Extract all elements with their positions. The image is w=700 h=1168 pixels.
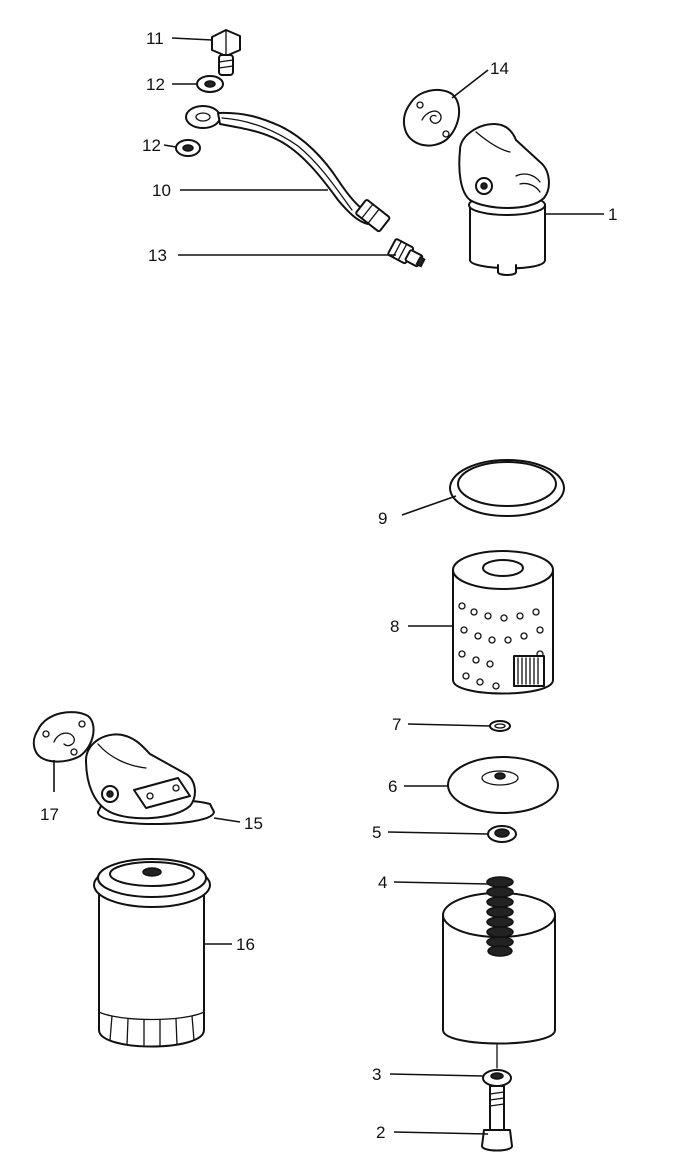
- callout-11: 11: [146, 29, 164, 48]
- part-4-filter-bowl-spring: [442, 876, 556, 1045]
- callout-10: 10: [152, 181, 171, 200]
- part-15-filter-head: [85, 733, 215, 825]
- part-16-spin-on-filter: [93, 858, 211, 1048]
- part-10-oil-pipe: [185, 105, 391, 233]
- part-12-washer-lower: [175, 139, 201, 157]
- callout-17: 17: [40, 805, 59, 824]
- leader-lines: [53, 37, 604, 1135]
- part-8-filter-element: [452, 550, 554, 695]
- callout-6: 6: [388, 777, 397, 796]
- callout-1: 1: [608, 205, 617, 224]
- callout-4: 4: [378, 873, 387, 892]
- callout-14: 14: [490, 59, 509, 78]
- callout-labels: 11 12 12 10 13 14 1 9 8 7 6 5 4 3 2 15 1…: [40, 29, 617, 1142]
- part-11-banjo-bolt: [211, 29, 241, 76]
- callout-16: 16: [236, 935, 255, 954]
- callout-9: 9: [378, 509, 387, 528]
- part-12-washer-upper: [196, 75, 224, 93]
- part-3-washer: [482, 1069, 512, 1087]
- callout-15: 15: [244, 814, 263, 833]
- callout-12-upper: 12: [146, 75, 165, 94]
- callout-2: 2: [376, 1123, 385, 1142]
- part-14-gasket: [402, 88, 461, 147]
- callout-12-lower: 12: [142, 136, 161, 155]
- part-5-seal: [487, 825, 517, 843]
- part-1-filter-assembly: [458, 123, 550, 276]
- part-2-centre-bolt: [481, 1044, 513, 1152]
- part-7-seal: [489, 720, 511, 732]
- part-13-union: [387, 238, 426, 268]
- part-9-sealing-ring: [449, 459, 565, 517]
- callout-8: 8: [390, 617, 399, 636]
- callout-13: 13: [148, 246, 167, 265]
- callout-5: 5: [372, 823, 381, 842]
- part-6-pressure-plate: [447, 756, 559, 814]
- part-17-gasket: [32, 711, 95, 763]
- callout-3: 3: [372, 1065, 381, 1084]
- callout-7: 7: [392, 715, 401, 734]
